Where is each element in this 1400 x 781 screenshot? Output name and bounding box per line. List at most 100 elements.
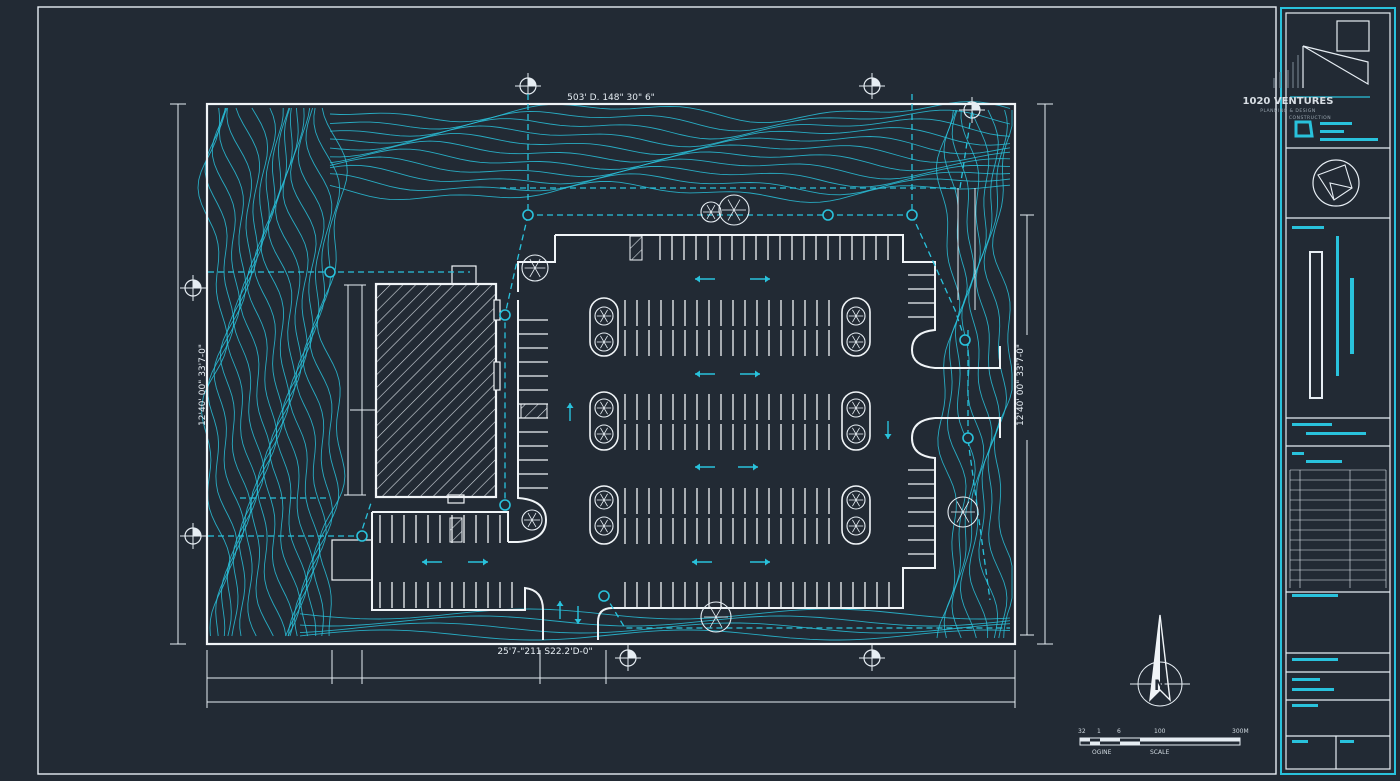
traffic-arrow-icon	[556, 601, 564, 619]
survey-marker-icon	[959, 97, 985, 123]
tree-icon	[846, 516, 866, 536]
company-name: 1020 VENTURES	[1243, 96, 1334, 107]
contour-line-left	[233, 107, 265, 637]
north-letter: N	[1154, 678, 1166, 694]
north-arrow-icon: N	[1130, 614, 1190, 707]
traffic-arrow-icon	[692, 558, 712, 566]
contour-line-left	[218, 107, 252, 637]
dimension-left-label: 12'40' 00" 33'7-0"	[198, 344, 208, 426]
tree-icon	[846, 306, 866, 326]
survey-marker-icon	[859, 73, 885, 99]
tree-icon	[594, 398, 614, 418]
contour-line-bottom	[299, 615, 1011, 627]
traffic-arrow-icon	[750, 558, 770, 566]
survey-marker-icon	[615, 645, 641, 671]
contour-line-top	[329, 125, 1011, 148]
scale-tick-0: 32	[1078, 728, 1086, 735]
contour-line-left	[316, 107, 348, 636]
survey-marker-icon	[859, 645, 885, 671]
traffic-arrow-icon	[738, 463, 758, 471]
contour-line-right	[936, 109, 961, 639]
compass-icon	[1312, 159, 1360, 207]
title-block: 1020 VENTURES PLANNING & DESIGN CONSTRUC…	[1243, 7, 1396, 775]
tree-icon	[947, 496, 979, 528]
contour-line-left	[204, 107, 238, 637]
tree-icon	[521, 509, 543, 531]
scale-caption-right: SCALE	[1150, 749, 1169, 756]
survey-marker-icon	[180, 275, 206, 301]
company-subtitle-2: CONSTRUCTION	[1289, 115, 1331, 121]
parking-islands	[589, 297, 871, 545]
utility-lines	[208, 92, 1010, 629]
property-boundary	[205, 102, 1017, 646]
contour-line-left	[246, 107, 278, 637]
scale-tick-1: 1	[1097, 728, 1101, 735]
traffic-arrow-icon	[574, 606, 582, 624]
topographic-contours	[197, 101, 1013, 641]
dimension-lines	[170, 103, 1053, 708]
contour-line-left	[239, 107, 271, 637]
traffic-arrow-icon	[750, 275, 770, 283]
tree-icon	[594, 424, 614, 444]
traffic-arrow-icon	[422, 558, 442, 566]
utility-node-icon	[906, 209, 918, 221]
scale-bar: 32 1 6 100 300M OGINE SCALE	[1078, 728, 1249, 756]
tree-icon	[594, 490, 614, 510]
contour-line-bottom	[299, 608, 1011, 620]
contour-line-left	[282, 107, 314, 637]
contour-line-right	[968, 109, 993, 638]
traffic-arrow-icon	[468, 558, 488, 566]
contour-line-left	[211, 107, 245, 637]
contour-line-top	[329, 133, 1011, 156]
scale-tick-3: 100	[1154, 728, 1166, 735]
contour-line-bottom	[299, 629, 1011, 641]
contour-line-right	[960, 109, 985, 639]
tree-icon	[594, 306, 614, 326]
contour-line-left	[267, 107, 301, 637]
dimension-top-label: 503' D. 148" 30" 6"	[567, 93, 655, 103]
utility-node-icon	[959, 334, 971, 346]
contour-line-top	[329, 173, 1011, 196]
tree-icon	[718, 194, 750, 226]
survey-marker-icon	[180, 523, 206, 549]
traffic-arrow-icon	[695, 463, 715, 471]
scale-tick-2: 6	[1117, 728, 1121, 735]
traffic-arrow-icon	[695, 370, 715, 378]
contour-line-bottom	[299, 622, 1011, 634]
traffic-arrow-icon	[566, 403, 574, 421]
hatched-pads	[449, 235, 643, 543]
tree-icon	[846, 424, 866, 444]
traffic-arrow-icon	[884, 421, 892, 439]
contour-line-right	[975, 109, 1000, 639]
contour-line-top	[329, 164, 1011, 188]
traffic-flow-arrows	[422, 275, 892, 624]
contour-line-left	[309, 107, 341, 637]
company-logo-icon	[1273, 20, 1370, 98]
utility-node-icon	[499, 499, 511, 511]
traffic-arrow-icon	[740, 370, 760, 378]
contour-line-top	[329, 109, 1011, 132]
contour-line-right	[992, 110, 1013, 639]
scale-tick-4: 300M	[1232, 728, 1249, 735]
tree-icon	[846, 398, 866, 418]
utility-node-icon	[324, 266, 336, 278]
utility-nodes	[324, 209, 974, 602]
tree-icon	[521, 254, 549, 282]
contour-line-right	[943, 109, 968, 639]
tree-icon	[846, 490, 866, 510]
contour-line-top	[329, 101, 1011, 124]
contour-line-right	[951, 109, 976, 639]
tree-icon	[700, 201, 722, 223]
traffic-arrow-icon	[695, 275, 715, 283]
contour-line-left	[197, 107, 231, 637]
utility-node-icon	[822, 209, 834, 221]
utility-node-icon	[962, 432, 974, 444]
contour-line-top	[329, 148, 1011, 172]
contour-line-top	[329, 156, 1011, 180]
contour-line-left	[253, 107, 287, 637]
contour-line-left	[226, 107, 258, 637]
parking-lot-outline	[371, 234, 1001, 640]
utility-node-icon	[598, 590, 610, 602]
utility-node-icon	[499, 309, 511, 321]
